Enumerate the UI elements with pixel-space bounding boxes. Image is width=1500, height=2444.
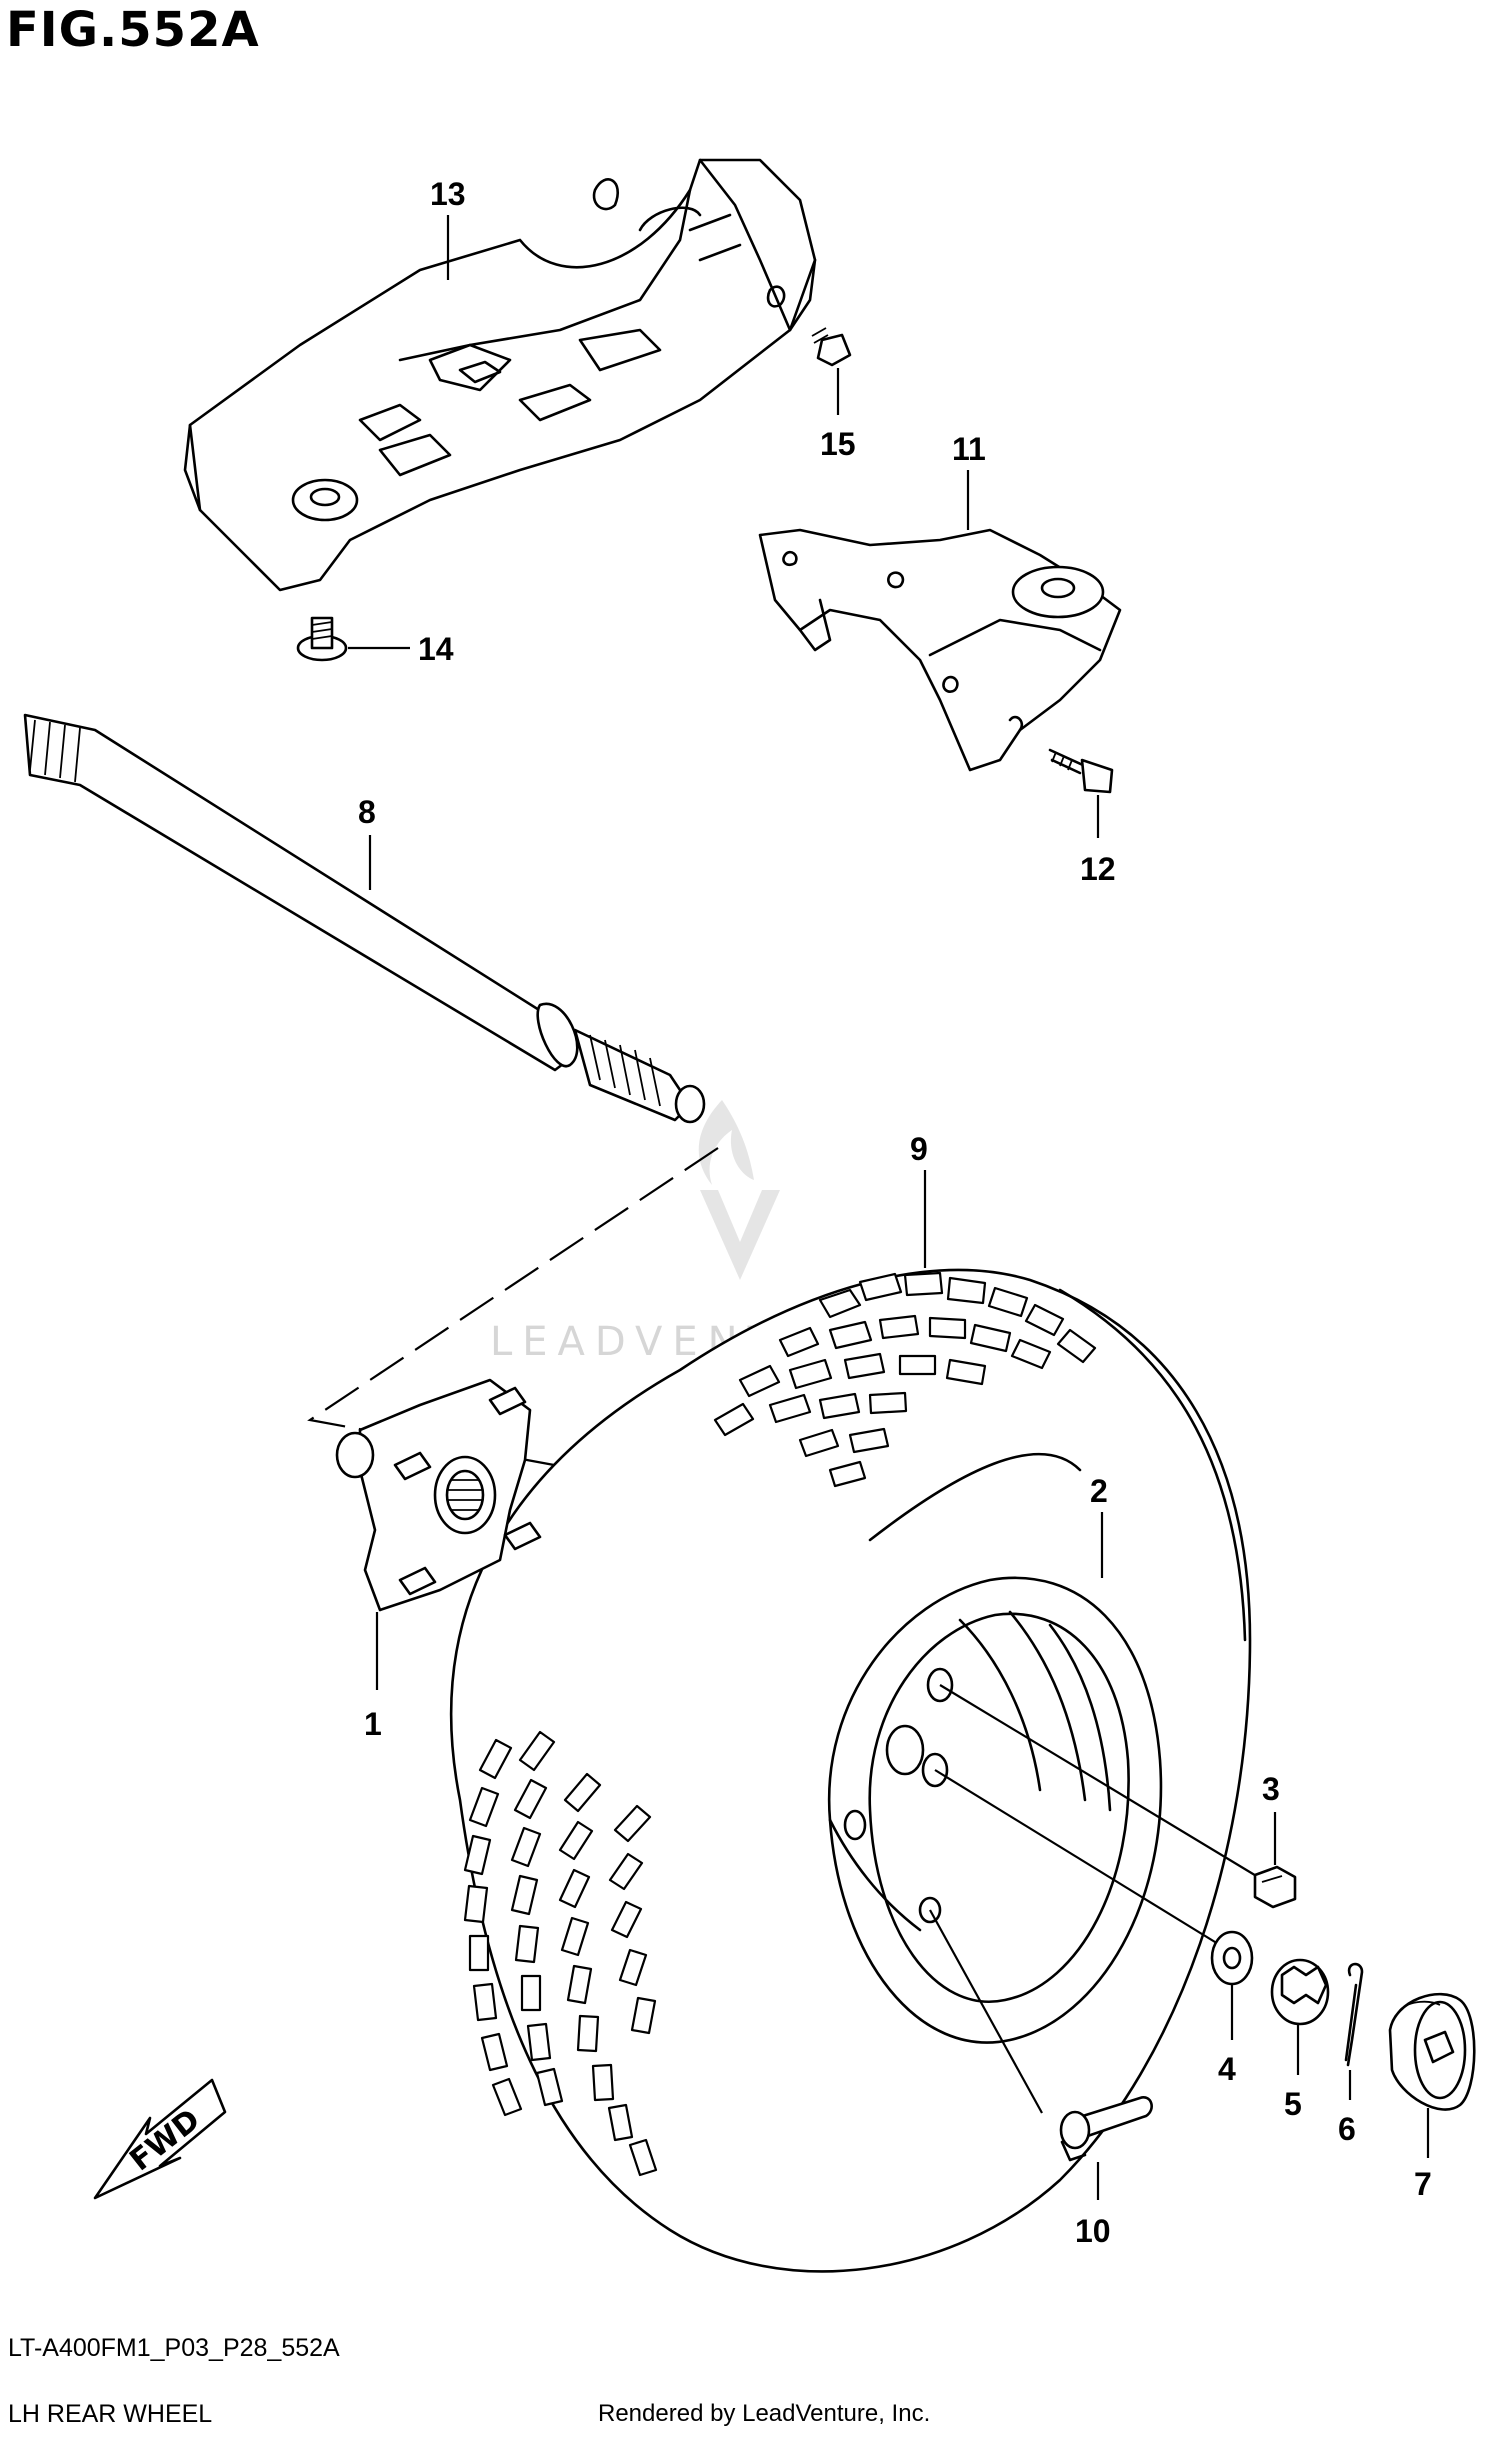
callout-2: 2 — [1090, 1473, 1108, 1578]
svg-text:11: 11 — [952, 431, 986, 467]
callout-9: 9 — [910, 1131, 928, 1268]
callout-15: 15 — [820, 368, 856, 462]
bracket-part — [758, 528, 1122, 772]
valve-stem-part — [1059, 2096, 1153, 2162]
callout-10: 10 — [1075, 2162, 1111, 2249]
wheel-nut-part — [1253, 1865, 1297, 1909]
svg-text:10: 10 — [1075, 2213, 1111, 2249]
svg-text:3: 3 — [1262, 1771, 1280, 1807]
svg-text:8: 8 — [358, 794, 376, 830]
leader-3 — [939, 1684, 1264, 1881]
washer-part — [1210, 1930, 1254, 1986]
bolt-14-part — [296, 616, 348, 662]
skid-plate-part — [183, 158, 817, 592]
svg-text:15: 15 — [820, 426, 856, 462]
tire-part — [449, 1268, 1252, 2273]
callout-3: 3 — [1262, 1771, 1280, 1865]
callout-13: 13 — [430, 176, 466, 280]
callout-14: 14 — [348, 631, 454, 667]
hub-cap-part — [1388, 1992, 1476, 2111]
callout-7: 7 — [1414, 2108, 1432, 2202]
model-code: LT-A400FM1_P03_P28_552A — [8, 2334, 340, 2362]
bolt-15-part — [811, 327, 852, 367]
rendered-by-credit: Rendered by LeadVenture, Inc. — [598, 2400, 931, 2427]
axle-shaft-part — [23, 713, 706, 1124]
fwd-direction-arrow: FWD — [93, 2078, 227, 2200]
castle-nut-part — [1270, 1958, 1330, 2026]
cotter-pin-part — [1344, 1962, 1364, 2067]
svg-text:7: 7 — [1414, 2166, 1432, 2202]
svg-text:13: 13 — [430, 176, 466, 212]
svg-text:6: 6 — [1338, 2111, 1356, 2147]
callout-12: 12 — [1080, 795, 1116, 887]
callout-8: 8 — [358, 794, 376, 890]
svg-text:12: 12 — [1080, 851, 1116, 887]
svg-text:9: 9 — [910, 1131, 928, 1167]
svg-text:4: 4 — [1218, 2051, 1236, 2087]
svg-text:1: 1 — [364, 1706, 382, 1742]
section-title: LH REAR WHEEL — [8, 2400, 213, 2428]
bolt-12-part — [1048, 748, 1114, 794]
callout-6: 6 — [1338, 2070, 1356, 2147]
callout-4: 4 — [1218, 1985, 1236, 2087]
hub-part — [335, 1378, 542, 1612]
svg-text:5: 5 — [1284, 2086, 1302, 2122]
svg-text:2: 2 — [1090, 1473, 1108, 1509]
callout-11: 11 — [952, 431, 986, 530]
figure-title: FIG.552A — [6, 2, 260, 58]
callout-5: 5 — [1284, 2025, 1302, 2122]
leader-10 — [929, 1909, 1043, 2114]
callout-1: 1 — [364, 1612, 382, 1742]
leader-4 — [934, 1769, 1229, 1951]
svg-text:14: 14 — [418, 631, 454, 667]
